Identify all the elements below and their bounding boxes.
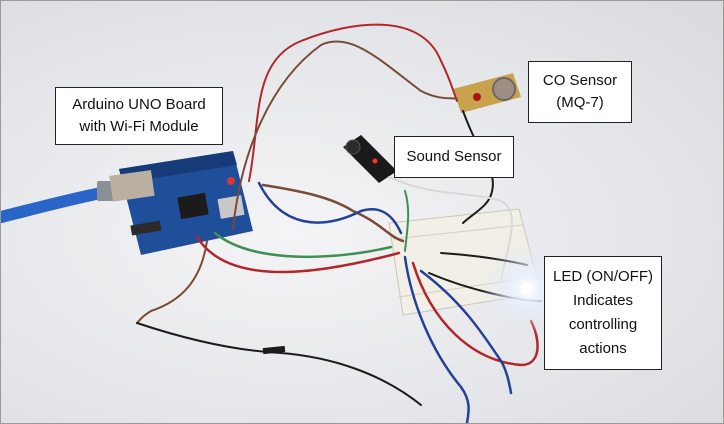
led-label-line3: controlling bbox=[568, 316, 638, 333]
jumper-pin bbox=[262, 345, 286, 355]
led-label-line1: LED (ON/OFF) bbox=[553, 268, 653, 285]
arduino-board bbox=[109, 151, 253, 255]
usb-cable bbox=[1, 187, 107, 223]
sound-sensor-label: Sound Sensor bbox=[394, 136, 514, 178]
led bbox=[521, 283, 533, 295]
led-label-line4: actions bbox=[579, 340, 627, 357]
sound-sensor-module bbox=[343, 135, 397, 183]
arduino-board-label: Arduino UNO Board with Wi-Fi Module bbox=[55, 87, 223, 145]
co-label-line1: CO Sensor bbox=[542, 72, 618, 89]
co-sensor-module bbox=[453, 73, 521, 113]
jumper-wires bbox=[136, 23, 542, 423]
led-label-line2: Indicates bbox=[572, 292, 634, 309]
arduino-label-line2: with Wi-Fi Module bbox=[79, 118, 199, 135]
co-sensor-label: CO Sensor (MQ-7) bbox=[528, 61, 632, 123]
arduino-label-line1: Arduino UNO Board bbox=[72, 96, 206, 113]
sound-label-line1: Sound Sensor bbox=[406, 148, 502, 165]
co-label-line2: (MQ-7) bbox=[556, 94, 604, 111]
led-label: LED (ON/OFF) Indicates controlling actio… bbox=[544, 256, 662, 370]
